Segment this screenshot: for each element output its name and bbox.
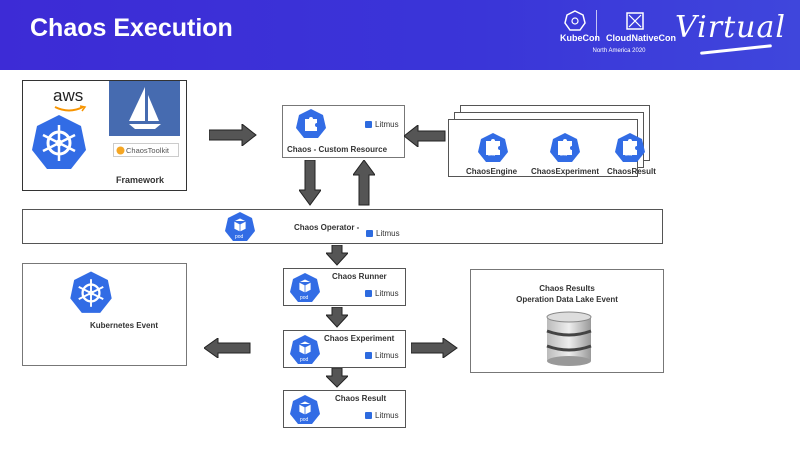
logo-divider [596,10,597,40]
chaos-runner-label: Chaos Runner [332,272,387,281]
chaostoolkit-label: ChaosToolkit [126,146,169,155]
crd-label-chaosengine: ChaosEngine [466,167,518,176]
kubernetes-event-label: Kubernetes Event [90,321,159,330]
chaostoolkit-logo: ChaosToolkit [113,143,179,157]
arrow-operator-to-cr [353,160,375,206]
chaos-operator-label: Chaos Operator - [294,223,360,232]
crd-icon-text: crd [560,152,567,158]
database-icon [546,311,592,366]
chaos-result-label: Chaos Result [335,394,387,403]
chaos-result-box: pod Chaos Result Litmus [283,390,406,428]
framework-label: Framework [116,175,165,185]
pod-icon-text: pod [300,417,309,423]
arrow-experiment-to-k8s-event [204,338,251,358]
aws-smile-icon [54,105,87,112]
crd-stack-front: crd crd crd ChaosEngine ChaosExperiment … [448,119,656,177]
pod-icon [290,395,320,424]
kubernetes-event-box: Kubernetes Event [22,263,187,366]
arrow-experiment-to-result [326,368,348,388]
litmus-logo: Litmus [366,229,400,238]
litmus-logo: Litmus [365,289,399,298]
aws-logo: aws [53,86,84,105]
custom-resource-label: Chaos - Custom Resource [287,145,388,154]
event-subtitle: North America 2020 [592,48,646,54]
chaos-results-title: Chaos Results [539,284,595,293]
chaos-results-subtitle: Operation Data Lake Event [516,295,618,304]
crd-icon [615,133,645,162]
kubernetes-icon [32,115,86,169]
crd-icon-text: crd [488,152,495,158]
crd-icon [550,133,580,162]
litmus-logo: Litmus [365,411,399,420]
arrow-crds-to-cr [404,125,446,147]
arrow-framework-to-cr [209,124,257,146]
kubernetes-icon [70,271,112,313]
virtual-underline [700,44,772,55]
crd-label-chaosexperiment: ChaosExperiment [531,167,600,176]
crd-puzzle-icon [296,109,326,138]
pod-icon [290,273,320,302]
chaos-runner-box: pod Chaos Runner Litmus [283,268,406,306]
crd-label-chaosresult: ChaosResult [607,167,656,176]
custom-resource-box: Litmus Chaos - Custom Resource [282,105,405,158]
cloudnativecon-text: CloudNativeCon [606,33,677,43]
litmus-logo: Litmus [365,120,399,129]
crd-icon [478,133,508,162]
pod-icon [225,212,255,241]
arrow-operator-to-runner [326,245,348,266]
chaos-results-box: Chaos Results Operation Data Lake Event [470,269,664,373]
litmus-logo: Litmus [365,351,399,360]
header-bar: Chaos Execution KubeCon CloudNativeCon N… [0,0,800,70]
chaos-experiment-box: pod Chaos Experiment Litmus [283,330,406,368]
pod-icon-text: pod [300,357,309,363]
arrow-runner-to-experiment [326,307,348,328]
chaostoolkit-icon [116,146,125,155]
pod-icon-text: pod [235,234,244,240]
chaos-experiment-label: Chaos Experiment [324,334,395,343]
pod-icon-text: pod [300,295,309,301]
istio-logo-icon [109,81,180,136]
arrow-cr-to-operator [299,160,321,206]
pod-icon [290,335,320,364]
slide-title: Chaos Execution [30,14,233,42]
kubecon-logo [564,10,644,31]
arrow-experiment-to-results [411,338,458,358]
chaos-operator-box: pod Chaos Operator - Litmus [22,209,663,244]
framework-box: aws ChaosToolkit Framework [22,80,187,191]
virtual-wordmark: Virtual [675,10,786,45]
kubecon-text: KubeCon [560,33,600,43]
crd-icon-text: crd [625,152,632,158]
